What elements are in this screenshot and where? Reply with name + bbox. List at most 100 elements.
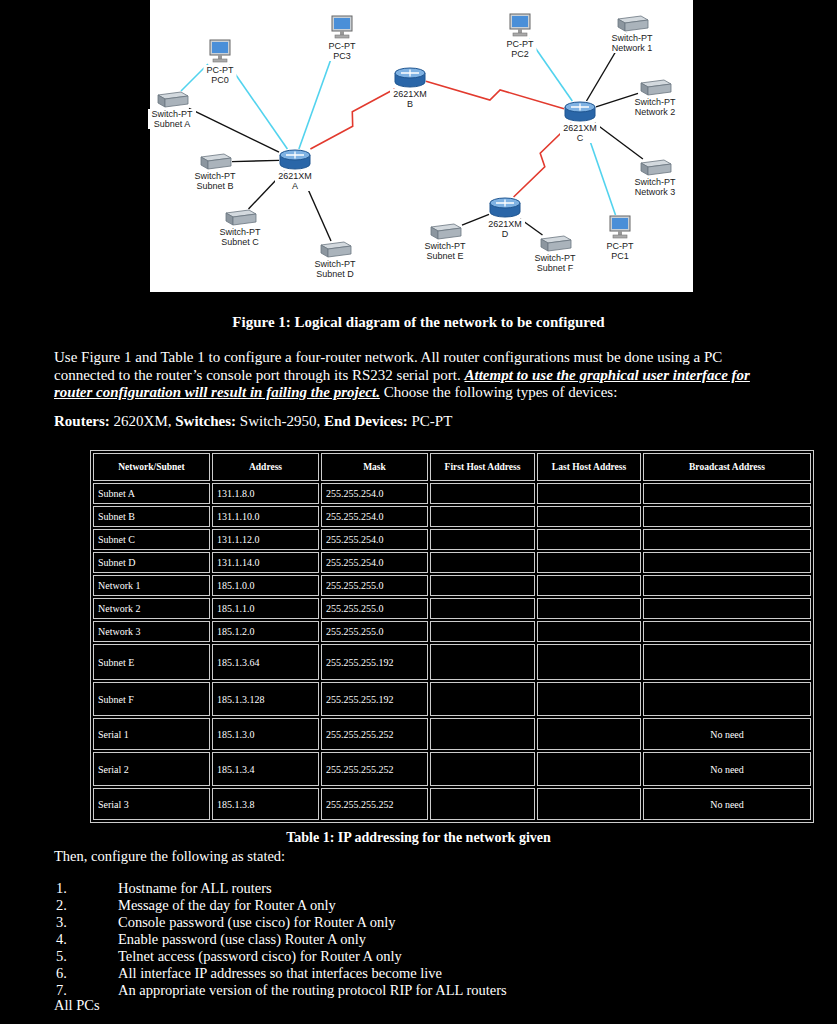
table-row: Network 2 185.1.1.0 255.255.255.0 xyxy=(93,598,811,619)
table-cell xyxy=(430,752,535,786)
table-cell: 255.255.254.0 xyxy=(321,506,428,527)
cell-value: No need xyxy=(710,729,744,740)
device-icon xyxy=(489,197,521,219)
table-row: Subnet E185.1.3.64255.255.255.192 xyxy=(93,644,811,680)
device-icon xyxy=(615,15,649,33)
table-cell: 131.1.8.0 xyxy=(212,483,319,504)
table-cell: 255.255.254.0 xyxy=(321,552,428,573)
table-row: Subnet B131.1.10.0255.255.254.0 xyxy=(93,506,811,527)
switch-node: Switch-PT Network 2 xyxy=(638,79,672,97)
table-cell xyxy=(537,552,641,573)
table-row: Network 1 185.1.0.0 255.255.255.0 xyxy=(93,575,811,596)
table-cell xyxy=(643,598,811,619)
cell-value: Network 2 xyxy=(98,603,141,614)
switch-node: Switch-PT Subnet D xyxy=(318,241,352,259)
device-category: End Devices: xyxy=(324,413,408,429)
paragraph-text: Choose the following types of devices: xyxy=(384,384,618,400)
device-label: PC-PT PC0 xyxy=(204,65,237,85)
table-cell: No need xyxy=(643,788,811,820)
cell-value: Subnet A xyxy=(98,488,135,499)
switch-node: Switch-PT Subnet C xyxy=(223,209,257,227)
table-cell xyxy=(537,575,641,596)
header-cell: First Host Address xyxy=(430,453,535,481)
cell-value: 255.255.255.0 xyxy=(326,580,384,591)
table-cell xyxy=(643,682,811,716)
cell-value: 131.1.10.0 xyxy=(217,511,260,522)
serial-link xyxy=(310,89,394,149)
table-cell: Network 1 xyxy=(93,575,210,596)
cell-value: 131.1.12.0 xyxy=(217,534,260,545)
header-cell: Mask xyxy=(321,453,428,481)
device-icon xyxy=(318,241,352,259)
table-cell: Network 2 xyxy=(93,598,210,619)
device-icon xyxy=(608,215,632,241)
ip-table: Network/Subnet Address Mask First Host Addr… xyxy=(90,450,814,823)
list-number: 7. xyxy=(56,982,67,999)
figure-caption: Figure 1: Logical diagram of the network… xyxy=(0,314,837,331)
cell-value: Subnet F xyxy=(98,694,134,705)
cell-value: Subnet C xyxy=(98,534,135,545)
cell-value: Serial 1 xyxy=(98,729,129,740)
device-icon xyxy=(508,13,532,39)
table-cell: Subnet E xyxy=(93,644,210,680)
table-row: Subnet A 131.1.8.0 255.255.254.0 xyxy=(93,483,811,504)
table-cell xyxy=(537,644,641,680)
table-cell xyxy=(430,506,535,527)
list-item: Hostname for ALL routers xyxy=(118,880,272,897)
table-cell: No need xyxy=(643,718,811,750)
column-header: Network/Subnet xyxy=(118,462,185,472)
table-row: Network 3185.1.2.0255.255.255.0 xyxy=(93,621,811,642)
table-cell: 185.1.3.8 xyxy=(212,788,319,820)
instructions-paragraph: Use Figure 1 and Table 1 to configure a … xyxy=(54,349,756,402)
cell-value: 255.255.255.192 xyxy=(326,694,394,705)
cell-value: 185.1.3.64 xyxy=(217,657,260,668)
cell-value: 185.1.1.0 xyxy=(217,603,255,614)
cell-value: 255.255.254.0 xyxy=(326,488,384,499)
device-label: 2621XM C xyxy=(560,123,600,143)
table-cell xyxy=(643,506,811,527)
device-label: PC-PT PC2 xyxy=(504,39,537,59)
table-row: Serial 3 185.1.3.8 255.255.255.252 No need xyxy=(93,788,811,820)
cell-value: 255.255.254.0 xyxy=(326,511,384,522)
cell-value: 255.255.255.252 xyxy=(326,799,394,810)
ethernet-link xyxy=(189,108,279,152)
table-cell: 185.1.0.0 xyxy=(212,575,319,596)
table-cell xyxy=(643,529,811,550)
header-cell: Address xyxy=(212,453,319,481)
cell-value: Serial 3 xyxy=(98,799,129,810)
device-icon xyxy=(538,235,572,253)
cell-value: 255.255.255.0 xyxy=(326,603,384,614)
cell-value: 255.255.255.252 xyxy=(326,729,394,740)
table-cell xyxy=(537,529,641,550)
device-label: Switch-PT Subnet B xyxy=(191,171,239,191)
cell-value: 185.1.0.0 xyxy=(217,580,255,591)
list-number: 4. xyxy=(56,931,67,948)
column-header: First Host Address xyxy=(445,462,521,472)
device-label: Switch-PT Network 2 xyxy=(631,97,679,117)
table-row: Serial 2185.1.3.4255.255.255.252No need xyxy=(93,752,811,786)
column-header: Address xyxy=(249,462,282,472)
cell-value: 185.1.2.0 xyxy=(217,626,255,637)
table-cell: 131.1.10.0 xyxy=(212,506,319,527)
table-cell xyxy=(537,598,641,619)
list-item: Enable password (use class) Router A onl… xyxy=(118,931,366,948)
table-row: Subnet C 131.1.12.0 255.255.254.0 xyxy=(93,529,811,550)
cell-value: 255.255.254.0 xyxy=(326,534,384,545)
device-label: Switch-PT Network 3 xyxy=(631,177,679,197)
device-model: 2620XM, xyxy=(114,413,172,429)
table-cell xyxy=(643,483,811,504)
device-label: Switch-PT Subnet E xyxy=(421,241,469,261)
list-item: Console password (use cisco) for Router … xyxy=(118,914,395,931)
pc-node: PC-PT PC3 xyxy=(330,15,354,41)
switch-node: Switch-PT Subnet E xyxy=(428,223,462,241)
table-cell xyxy=(430,644,535,680)
list-intro: Then, configure the following as stated: xyxy=(54,848,285,865)
header-cell: Last Host Address xyxy=(537,453,641,481)
table-cell xyxy=(643,552,811,573)
ethernet-link xyxy=(232,160,279,161)
table-cell: 255.255.255.0 xyxy=(321,575,428,596)
cell-value: 255.255.255.0 xyxy=(326,626,384,637)
table-cell xyxy=(643,621,811,642)
device-label: 2621XM D xyxy=(485,219,525,239)
list-number: 2. xyxy=(56,897,67,914)
